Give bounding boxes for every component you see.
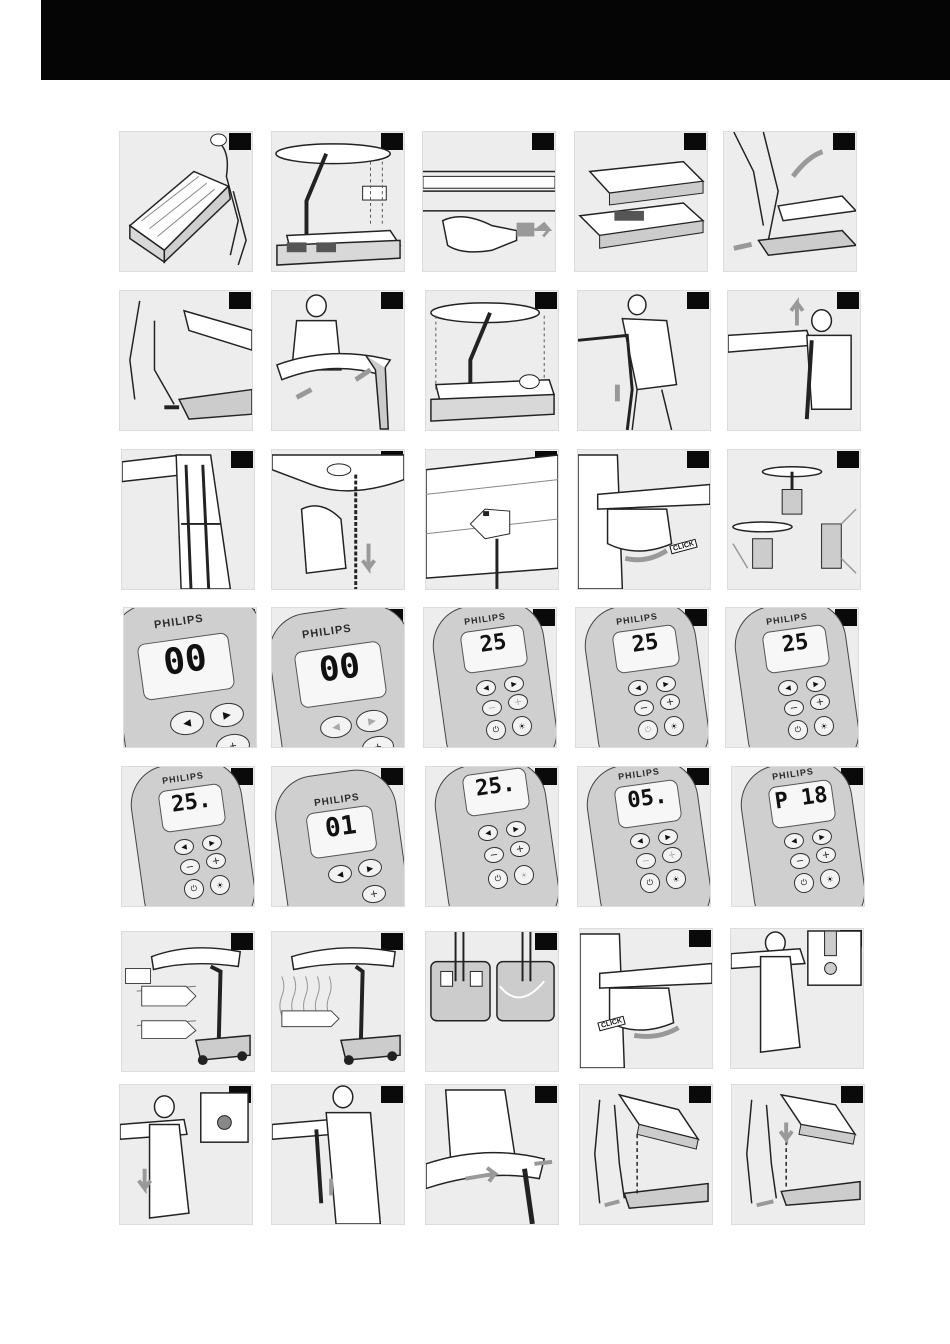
display-digits: 01: [306, 806, 375, 849]
step-panel-34: [579, 1084, 713, 1225]
step-panel-25: PHILIPS P 18 ◀ ▶ − + ⏻ ☀: [731, 766, 865, 907]
step-panel-6: [119, 290, 253, 431]
step-panel-15: [727, 449, 861, 590]
step-panel-4: [574, 131, 708, 272]
step-panel-13: [425, 449, 559, 590]
step-panel-19: PHILIPS 25 ◀ ▶ − + ⏻ ☀: [575, 607, 709, 748]
illustration-lift-lid: [724, 132, 856, 271]
header-bar: [41, 0, 950, 80]
remote-display: 25.: [157, 783, 226, 833]
step-panel-18: PHILIPS 25 ◀ ▶ − + ⏻ ☀: [423, 607, 557, 748]
display-digits: 00: [138, 633, 233, 689]
illustration-lower-stand: [120, 1085, 252, 1224]
step-panel-17: PHILIPS 00 ◀ ▶ +: [271, 607, 405, 748]
display-digits: P 18: [769, 780, 835, 818]
illustration-control-unit-connect: [426, 932, 558, 1071]
remote-display: 25: [611, 624, 680, 674]
step-panel-8: [425, 290, 559, 431]
step-panel-20: PHILIPS 25 ◀ ▶ − + ⏻ ☀: [725, 607, 859, 748]
illustration-release-lock: [731, 929, 863, 1068]
display-digits: 00: [295, 641, 385, 694]
remote-display: 01: [305, 805, 378, 860]
step-panel-22: PHILIPS 01 ◀ ▶ +: [271, 766, 405, 907]
step-panel-14: CLICK: [577, 449, 711, 590]
illustration-lamp-detach-click: [580, 929, 712, 1068]
illustration-stand-radiation: [272, 932, 404, 1071]
display-digits: 25.: [159, 784, 225, 822]
step-panel-24: PHILIPS 05. ◀ ▶ − + ⏻ ☀: [577, 766, 711, 907]
illustration-hold-stand: [122, 450, 254, 589]
step-panel-28: [425, 931, 559, 1072]
step-panel-23: 25. ◀ ▶ − + ⏻ ☀: [425, 766, 559, 907]
remote-display: 25.: [461, 767, 530, 817]
step-panel-9: [577, 290, 711, 431]
illustration-unfold-arms: [272, 291, 404, 430]
illustration-bed-setup-lying: [426, 291, 558, 430]
remote-display: 25: [459, 624, 528, 674]
illustration-lamp-positions: [728, 450, 860, 589]
illustration-foot-press: [120, 291, 252, 430]
step-panel-2: [271, 131, 405, 272]
illustration-lower-pole: [272, 450, 404, 589]
step-panel-31: [119, 1084, 253, 1225]
illustration-lamp-attach-click: [578, 450, 710, 589]
remote-display: 00: [293, 640, 387, 709]
illustration-unit-open: [575, 132, 707, 271]
step-panel-16: PHILIPS 00 ◀ ▶ +: [123, 607, 257, 748]
display-digits: 25.: [463, 768, 529, 806]
illustration-carry-case: [120, 132, 252, 271]
step-panel-12: [271, 449, 405, 590]
illustration-close-unit: [580, 1085, 712, 1224]
step-panel-21: PHILIPS 25. ◀ ▶ − + ⏻ ☀: [121, 766, 255, 907]
label-box: [125, 968, 151, 984]
illustration-fold-arm: [272, 1085, 404, 1224]
remote-display: 25: [761, 624, 830, 674]
step-panel-27: [271, 931, 405, 1072]
display-digits: 05.: [615, 780, 681, 818]
step-panel-33: [425, 1084, 559, 1225]
illustration-lift-canopy: [728, 291, 860, 430]
illustration-lock-unit: [732, 1085, 864, 1224]
display-digits: 25: [763, 625, 829, 663]
illustration-bed-setup-diagram: [272, 132, 404, 271]
display-digits: 25: [461, 625, 527, 663]
illustration-fold-stand: [578, 291, 710, 430]
step-panel-7: [271, 290, 405, 431]
remote-display: P 18: [767, 779, 836, 829]
display-digits: 25: [613, 625, 679, 663]
step-panel-26: [121, 931, 255, 1072]
step-panel-10: [727, 290, 861, 431]
illustration-underside-socket: [426, 450, 558, 589]
illustration-stand-side-view: [122, 932, 254, 1071]
remote-display: 05.: [613, 779, 682, 829]
step-panel-3: [422, 131, 556, 272]
step-panel-29: CLICK: [579, 928, 713, 1069]
step-panel-30: [730, 928, 864, 1069]
illustration-fold-canopy: [426, 1085, 558, 1224]
step-panel-35: [731, 1084, 865, 1225]
step-panel-11: [121, 449, 255, 590]
step-panel-1: [119, 131, 253, 272]
step-panel-5: [723, 131, 857, 272]
step-panel-32: [271, 1084, 405, 1225]
illustration-plug-in: [423, 132, 555, 271]
